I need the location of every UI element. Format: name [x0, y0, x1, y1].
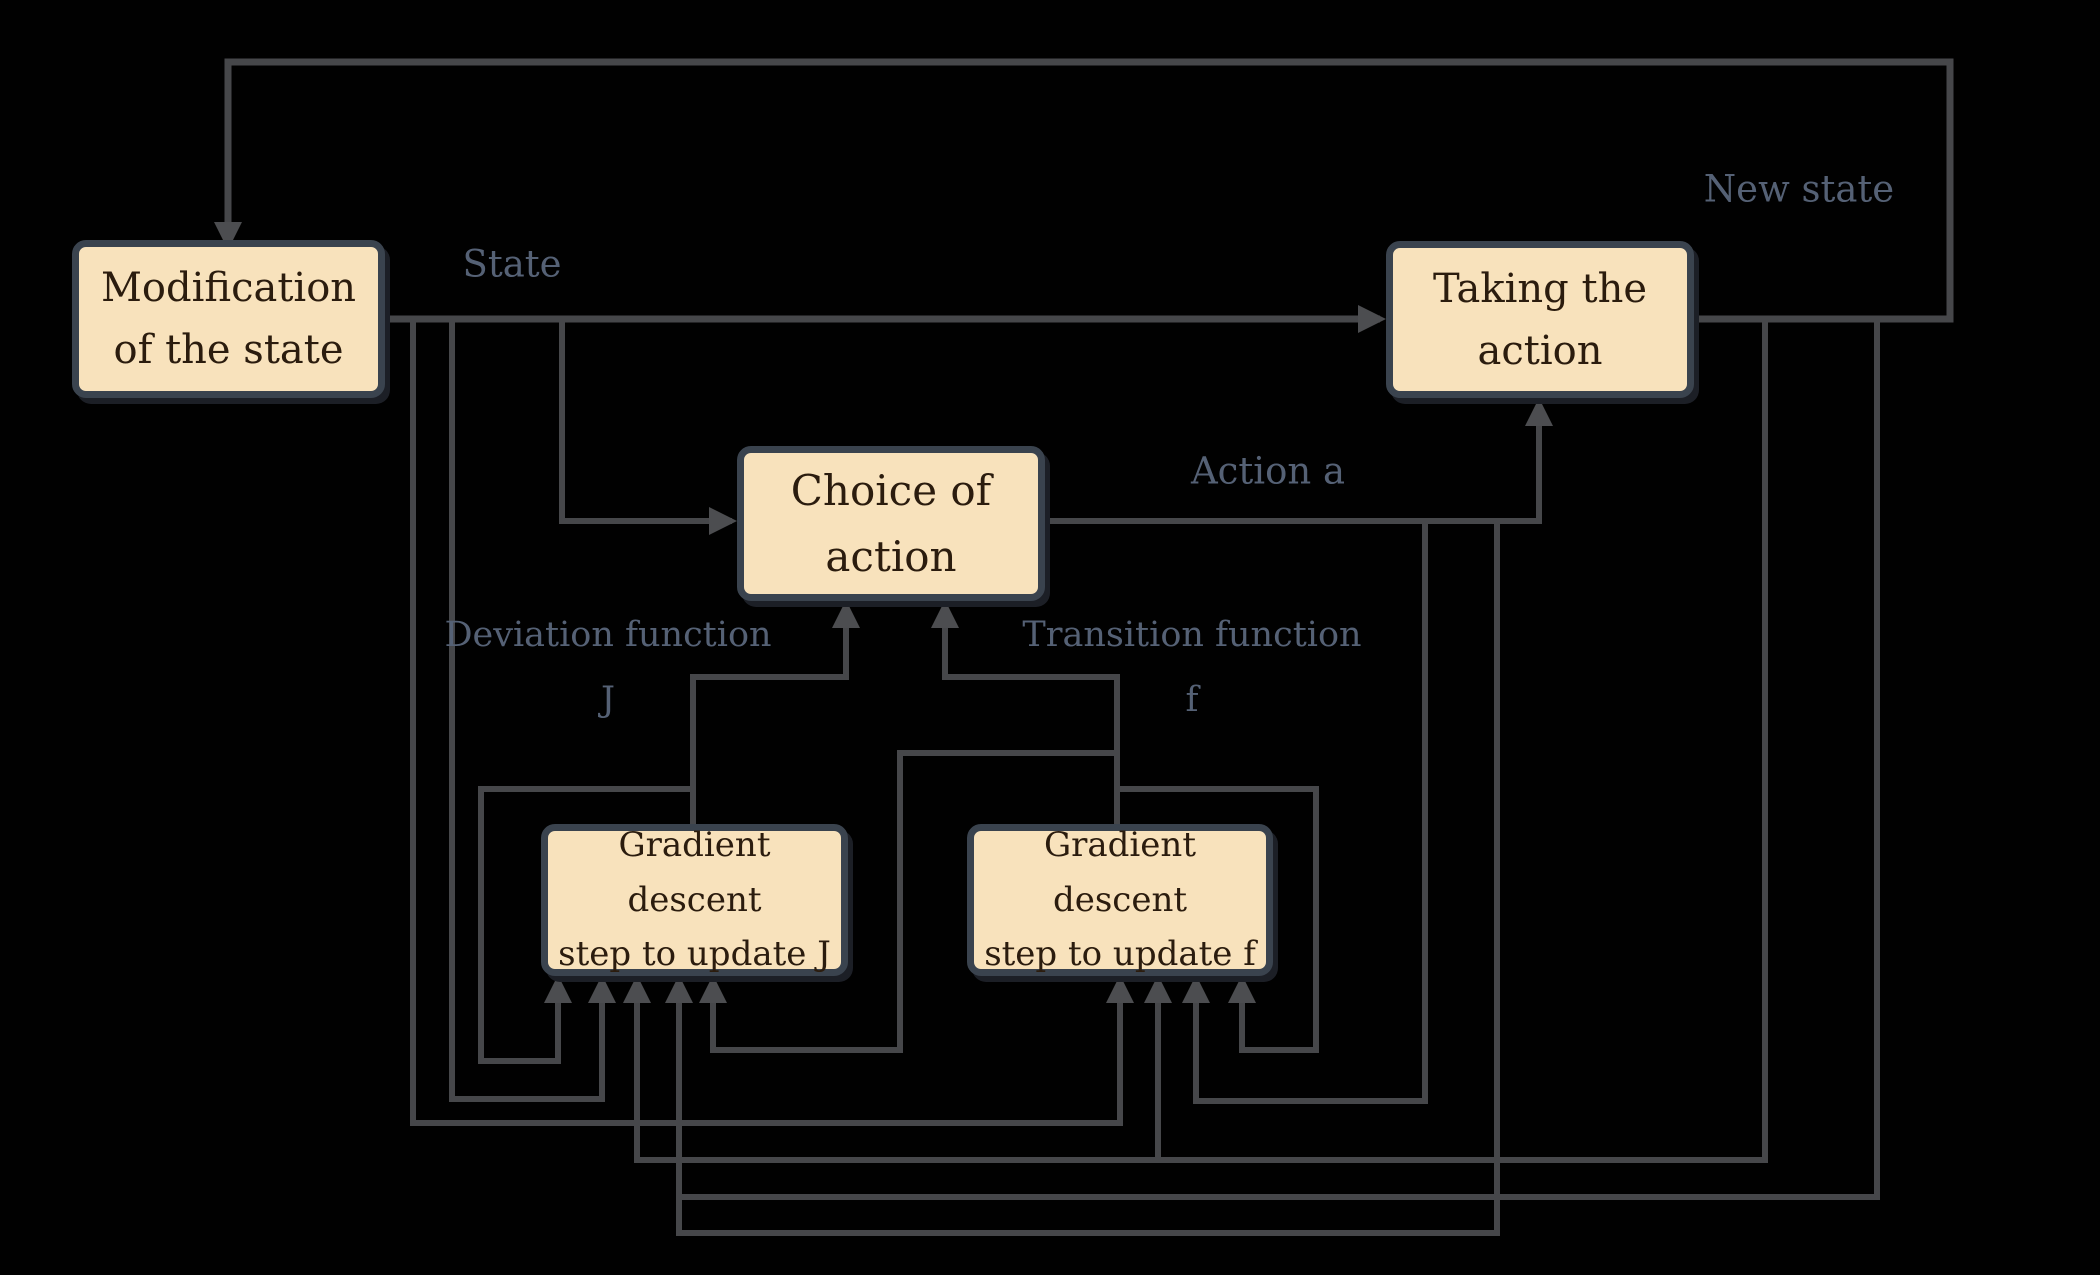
- node-gradient-j-line1: Gradient descent: [618, 825, 771, 920]
- arrowhead-into-choice-left: [709, 507, 737, 535]
- edge-state-to-j-update: [449, 319, 605, 1102]
- edge-j-self-feedback: [478, 786, 693, 1064]
- arrowhead-j-update-2: [588, 975, 616, 1003]
- transition-function-label: Transition function f: [1022, 603, 1361, 733]
- arrowhead-j-update-3: [623, 975, 651, 1003]
- node-modification-of-the-state: Modification of the state: [72, 240, 385, 398]
- node-choice-line1: Choice of: [790, 466, 992, 516]
- node-gradient-descent-update-f: Gradient descent step to update f: [967, 824, 1273, 976]
- arrowhead-f-update-3: [1182, 975, 1210, 1003]
- edge-action: [1045, 404, 1542, 524]
- node-modification-line1: Modification: [100, 265, 357, 311]
- transition-function-symbol: f: [1185, 680, 1199, 720]
- arrowhead-into-taking-bottom: [1525, 398, 1553, 426]
- node-choice-of-action: Choice of action: [737, 446, 1045, 601]
- edge-action-to-j-update: [676, 521, 1500, 1236]
- node-taking-the-action: Taking the action: [1386, 241, 1694, 398]
- arrowhead-f-update-1: [1106, 975, 1134, 1003]
- edge-f-to-j-update: [710, 750, 1117, 1053]
- deviation-function-label-text: Deviation function: [444, 615, 772, 655]
- node-choice-line2: action: [825, 531, 957, 581]
- edge-action-to-f-update: [1193, 521, 1428, 1104]
- node-taking-line1: Taking the: [1432, 265, 1648, 312]
- edge-new-state-loop: [224, 58, 1954, 323]
- node-taking-line2: action: [1477, 327, 1603, 374]
- arrowhead-into-taking-left: [1358, 305, 1386, 333]
- node-gradient-descent-update-j: Gradient descent step to update J: [541, 824, 848, 976]
- arrowhead-into-modification: [214, 222, 242, 250]
- edge-new-state-to-j-update: [634, 319, 1768, 1163]
- edge-new-state-to-j-update-2: [679, 319, 1880, 1200]
- new-state-label: New state: [1703, 167, 1895, 211]
- node-gradient-f-line2: step to update f: [984, 934, 1256, 975]
- arrowhead-j-update-4: [665, 975, 693, 1003]
- edge-state-to-choice: [559, 319, 732, 524]
- node-gradient-f-line1: Gradient descent: [1043, 825, 1196, 920]
- arrowhead-choice-bottom-j: [832, 600, 860, 628]
- node-gradient-j-line2: step to update J: [558, 934, 831, 975]
- arrowhead-j-update-1: [544, 975, 572, 1003]
- arrowhead-f-update-2: [1144, 975, 1172, 1003]
- state-label: State: [462, 242, 562, 286]
- action-label: Action a: [1190, 449, 1346, 493]
- deviation-function-label: Deviation function J: [444, 603, 771, 733]
- arrowhead-choice-bottom-f: [931, 600, 959, 628]
- arrowhead-f-update-4: [1228, 975, 1256, 1003]
- edge-f-self-feedback: [1117, 786, 1319, 1053]
- edge-j-to-choice: [690, 606, 849, 824]
- node-modification-line2: of the state: [113, 327, 344, 373]
- arrowhead-j-update-5: [699, 975, 727, 1003]
- deviation-function-symbol: J: [600, 680, 616, 720]
- transition-function-label-text: Transition function: [1022, 615, 1362, 655]
- edge-state-to-f-update: [410, 319, 1123, 1126]
